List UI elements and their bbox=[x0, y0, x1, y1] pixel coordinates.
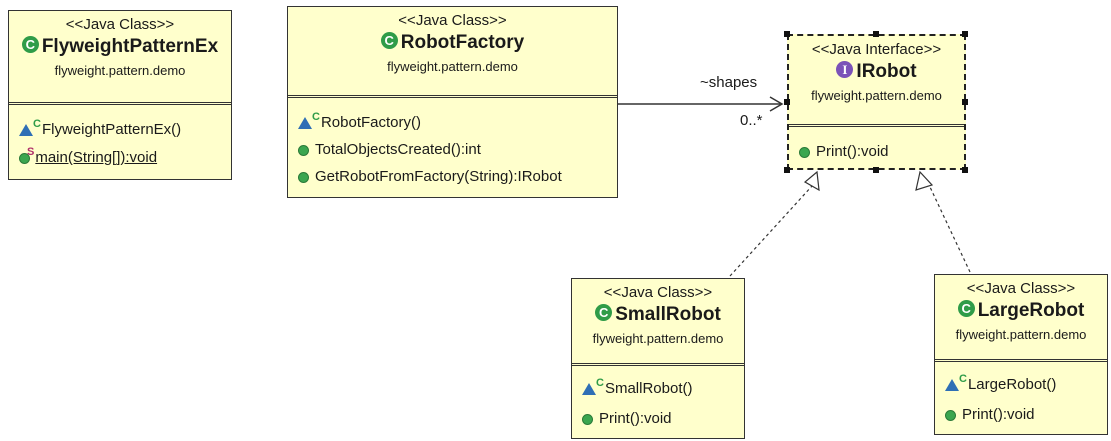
package-label: flyweight.pattern.demo bbox=[54, 63, 186, 78]
realization-line-large bbox=[929, 186, 971, 273]
constructor-icon bbox=[298, 117, 312, 130]
package-label: flyweight.pattern.demo bbox=[387, 59, 518, 74]
constructor-member[interactable]: CFlyweightPatternEx() bbox=[19, 118, 181, 141]
association-role-label: ~shapes bbox=[700, 74, 758, 91]
static-method-member[interactable]: Smain(String[]):void bbox=[19, 146, 157, 169]
stereotype-label: <<Java Class>> bbox=[65, 16, 175, 33]
realization-line-small bbox=[729, 185, 813, 277]
association-multiplicity-label: 0..* bbox=[740, 112, 763, 129]
selection-handle[interactable] bbox=[962, 167, 968, 173]
package-label: flyweight.pattern.demo bbox=[955, 327, 1087, 342]
selection-handle[interactable] bbox=[784, 31, 790, 37]
constructor-icon bbox=[19, 124, 33, 137]
public-method-icon bbox=[298, 171, 309, 183]
method-member[interactable]: Print():void bbox=[582, 409, 672, 429]
selection-handle[interactable] bbox=[962, 31, 968, 37]
package-label: flyweight.pattern.demo bbox=[592, 331, 724, 346]
public-method-icon bbox=[945, 409, 956, 421]
stereotype-label: <<Java Interface>> bbox=[811, 41, 942, 58]
constructor-icon bbox=[945, 379, 959, 392]
stereotype-label: <<Java Class>> bbox=[603, 284, 713, 301]
selection-handle[interactable] bbox=[873, 31, 879, 37]
class-icon: C bbox=[957, 300, 975, 318]
selection-handle[interactable] bbox=[873, 167, 879, 173]
selection-handle[interactable] bbox=[784, 167, 790, 173]
method-member[interactable]: Print():void bbox=[945, 405, 1035, 425]
section-divider bbox=[288, 95, 617, 98]
static-method-icon bbox=[19, 152, 30, 164]
selection-handle[interactable] bbox=[784, 99, 790, 105]
realization-arrowhead-small bbox=[803, 170, 820, 192]
realization-arrowhead-large bbox=[915, 170, 934, 191]
section-divider bbox=[572, 363, 744, 366]
public-method-icon bbox=[582, 413, 593, 425]
class-icon: C bbox=[380, 32, 398, 50]
association-arrowhead bbox=[769, 96, 784, 112]
method-member[interactable]: Print():void bbox=[799, 142, 889, 162]
stereotype-label: <<Java Class>> bbox=[398, 12, 507, 29]
section-divider bbox=[935, 359, 1107, 362]
constructor-icon bbox=[582, 383, 596, 396]
selection-handle[interactable] bbox=[962, 99, 968, 105]
section-divider bbox=[9, 102, 231, 105]
interface-icon: I bbox=[836, 61, 854, 79]
stereotype-label: <<Java Class>> bbox=[966, 280, 1076, 297]
section-divider bbox=[789, 124, 964, 127]
public-method-icon bbox=[298, 144, 309, 156]
constructor-member[interactable]: CSmallRobot() bbox=[582, 377, 692, 400]
class-icon: C bbox=[595, 304, 613, 322]
public-method-icon bbox=[799, 146, 810, 158]
class-icon: C bbox=[21, 36, 39, 54]
constructor-member[interactable]: CLargeRobot() bbox=[945, 373, 1056, 396]
constructor-member[interactable]: CRobotFactory() bbox=[298, 111, 421, 134]
package-label: flyweight.pattern.demo bbox=[811, 88, 942, 103]
method-member[interactable]: GetRobotFromFactory(String):IRobot bbox=[298, 167, 562, 187]
method-member[interactable]: TotalObjectsCreated():int bbox=[298, 140, 481, 160]
